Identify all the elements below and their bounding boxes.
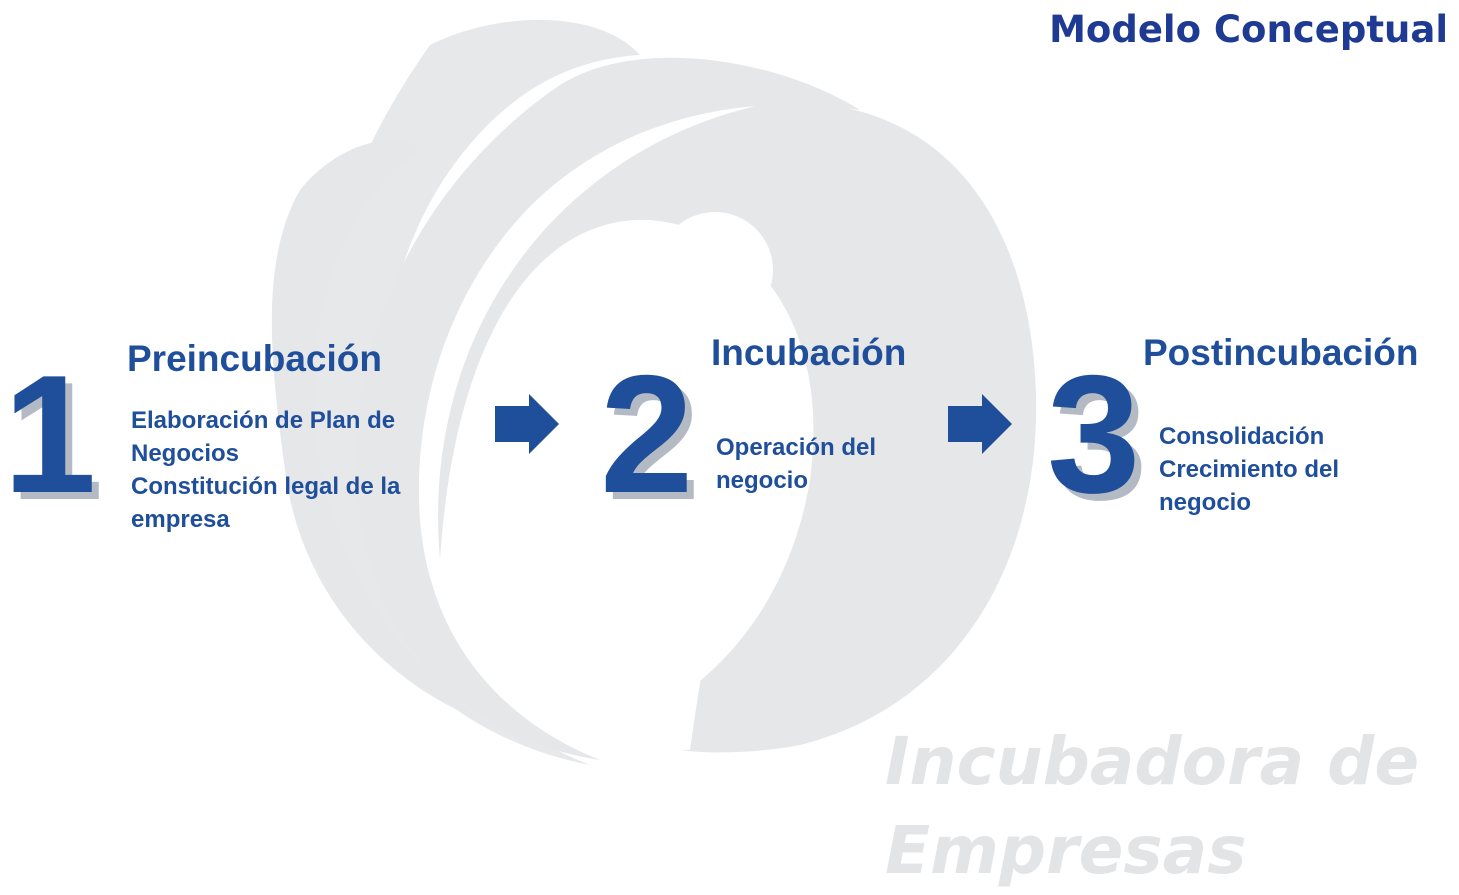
stage-number: 3 bbox=[1047, 340, 1141, 528]
watermark-text-line: Empresas bbox=[885, 812, 1247, 889]
description-line: negocio bbox=[1159, 489, 1252, 516]
right-arrow-icon bbox=[495, 394, 559, 454]
description-line: empresa bbox=[131, 506, 230, 533]
description-line: Operación del bbox=[716, 434, 877, 461]
description-line: Consolidación bbox=[1159, 423, 1325, 450]
stage-description: Consolidación Crecimiento del negocio bbox=[1159, 420, 1339, 519]
stage-title: Incubación bbox=[711, 332, 907, 373]
description-line: negocio bbox=[716, 467, 809, 494]
page-title: Modelo Conceptual bbox=[1049, 8, 1448, 51]
stage-title: Preincubación bbox=[127, 338, 382, 379]
description-line: Elaboración de Plan de bbox=[131, 407, 396, 434]
stage-number: 2 bbox=[600, 340, 694, 528]
stage-description: Operación del negocio bbox=[716, 431, 876, 497]
description-line: Negocios bbox=[131, 440, 240, 467]
description-line: Crecimiento del bbox=[1159, 456, 1340, 483]
stage-title: Postincubación bbox=[1143, 332, 1419, 373]
stage-number: 1 bbox=[3, 340, 97, 528]
watermark-text-line: Incubadora de bbox=[885, 723, 1420, 800]
stage-description: Elaboración de Plan de Negocios Constitu… bbox=[131, 404, 400, 536]
right-arrow-icon bbox=[948, 394, 1012, 454]
description-line: Constitución legal de la bbox=[131, 473, 401, 500]
